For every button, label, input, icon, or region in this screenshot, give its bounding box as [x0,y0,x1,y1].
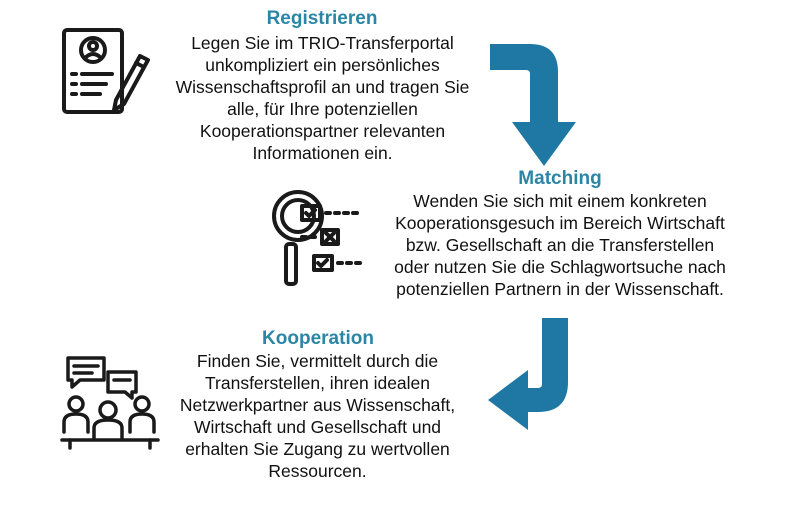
text-line: Kooperationspartner relevanten [199,121,446,141]
text-line: oder nutzen Sie die Schlagwortsuche nach [394,257,726,277]
text-line: Informationen ein. [252,143,393,163]
text-line: Finden Sie, vermittelt durch die [196,351,439,371]
flow-arrow-down-left-icon [486,318,582,430]
text-line: Netzwerkpartner aus Wissenschaft, [179,395,456,415]
text-line: Legen Sie im TRIO-Transferportal [191,33,454,53]
text-line: unkompliziert ein persönliches [205,55,440,75]
text-line: Ressourcen. [268,461,367,481]
step-title-matching: Matching [518,168,602,189]
text-line: potenziellen Partnern in der Wissenschaf… [396,279,724,299]
step-title-kooperation: Kooperation [262,328,374,349]
step-description-kooperation: Finden Sie, vermittelt durch die Transfe… [150,350,485,482]
team-meeting-icon [60,354,160,450]
text-line: bzw. Gesellschaft an die Transferstellen [405,235,715,255]
step-title-registrieren: Registrieren [266,8,378,29]
text-line: Kooperationsgesuch im Bereich Wirtschaft [395,213,725,233]
text-line: Wissenschaftsprofil an und tragen Sie [175,77,470,97]
step-description-matching: Wenden Sie sich mit einem konkreten Koop… [370,190,750,300]
text-line: Wenden Sie sich mit einem konkreten [413,191,707,211]
profile-form-pencil-icon [58,26,154,122]
text-line: alle, für Ihre potenziellen [227,99,418,119]
flow-arrow-down-right-icon [490,44,590,174]
text-line: erhalten Sie Zugang zu wertvollen [185,439,450,459]
text-line: Transferstellen, ihren idealen [204,373,431,393]
magnifier-checklist-icon [266,186,370,290]
text-line: Wirtschaft und Gesellschaft und [193,417,442,437]
step-description-registrieren: Legen Sie im TRIO-Transferportal unkompl… [150,32,495,164]
